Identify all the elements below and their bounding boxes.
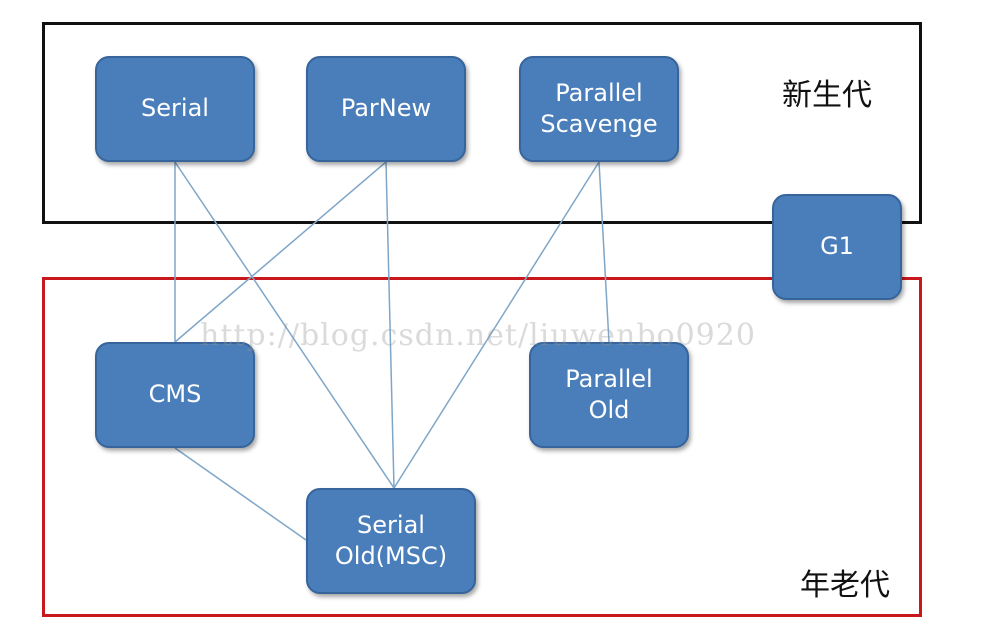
edge-parnew-serial-old bbox=[385, 161, 395, 489]
young-generation-region bbox=[42, 22, 922, 224]
node-cms: CMS bbox=[95, 342, 255, 448]
node-parallel-old: Parallel Old bbox=[529, 342, 689, 448]
young-generation-label: 新生代 bbox=[782, 78, 872, 113]
edge-cms-serial-old bbox=[174, 447, 307, 541]
edge-serial-serial-old bbox=[174, 161, 395, 489]
node-parnew: ParNew bbox=[306, 56, 466, 162]
edge-parnew-cms bbox=[174, 161, 387, 343]
node-g1: G1 bbox=[772, 194, 902, 300]
edge-parallel-scavenge-parallel-old bbox=[598, 161, 610, 343]
node-serial: Serial bbox=[95, 56, 255, 162]
edge-parallel-scavenge-serial-old bbox=[393, 161, 600, 489]
old-generation-region bbox=[42, 277, 922, 617]
old-generation-label: 年老代 bbox=[800, 568, 890, 603]
node-serial-old: Serial Old(MSC) bbox=[306, 488, 476, 594]
node-parallel-scavenge: Parallel Scavenge bbox=[519, 56, 679, 162]
